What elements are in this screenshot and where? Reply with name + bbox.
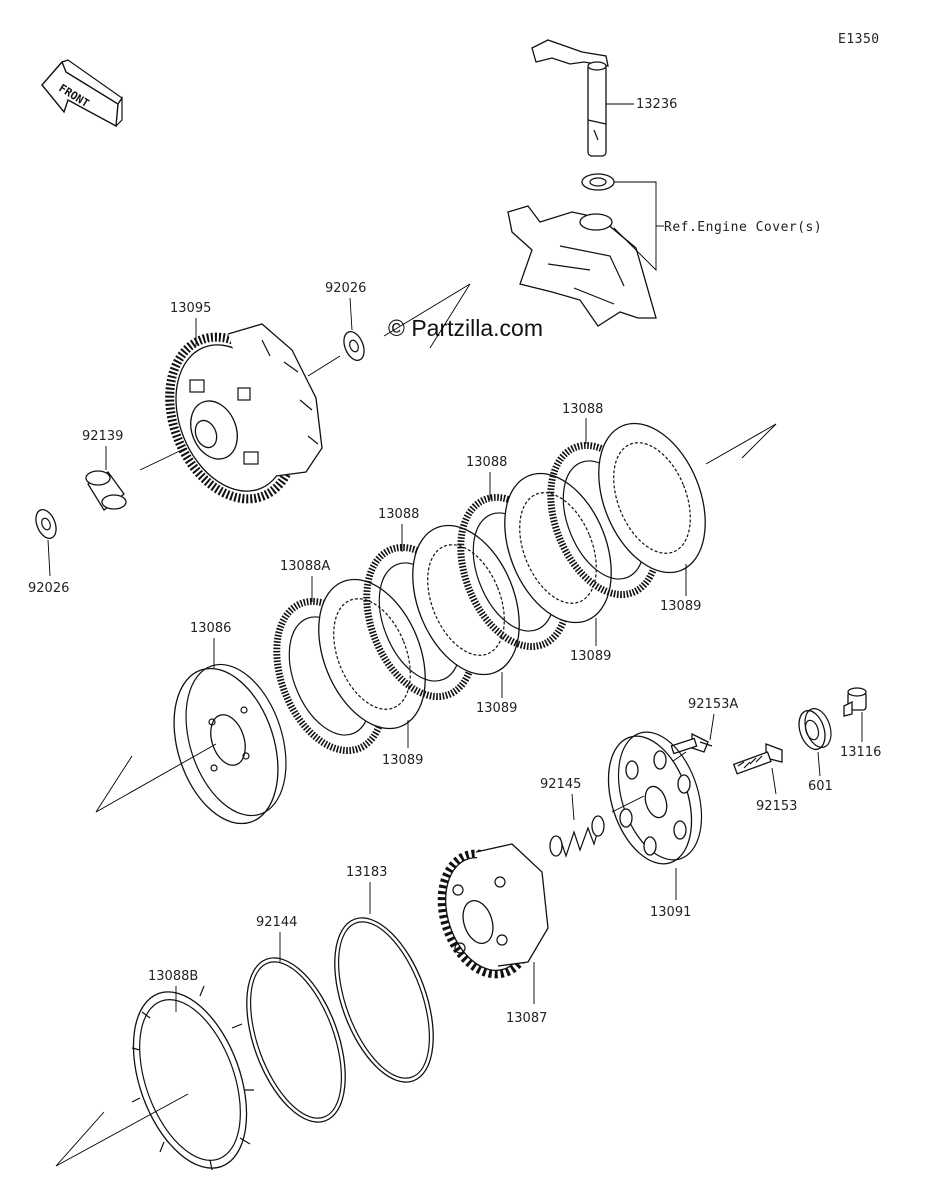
watermark: © Partzilla.com: [388, 315, 543, 341]
part-13091-spring-plate: [607, 731, 703, 865]
diagram-code: E1350: [838, 32, 880, 47]
label-13091: 13091: [650, 905, 691, 920]
label-13086: 13086: [190, 621, 231, 636]
part-13095-clutch-housing: [165, 323, 323, 504]
part-13088B-friction-plate: [131, 985, 254, 1171]
part-13183-ring: [334, 917, 434, 1083]
part-92153-bolt: [732, 743, 783, 775]
label-13088B: 13088B: [148, 969, 198, 984]
part-13116-pushrod-end: [843, 687, 867, 717]
part-13236-release-shaft: [531, 39, 609, 157]
plate-13089-steel-1: [318, 578, 426, 730]
label-13088-middle: 13088: [466, 455, 507, 470]
label-13183: 13183: [346, 865, 387, 880]
part-13087-clutch-hub: [437, 843, 549, 979]
label-92145: 92145: [540, 777, 581, 792]
label-92153A: 92153A: [688, 697, 738, 712]
label-13088A: 13088A: [280, 559, 330, 574]
label-13087: 13087: [506, 1011, 547, 1026]
label-92144: 92144: [256, 915, 297, 930]
label-601: 601: [808, 779, 833, 794]
front-arrow-icon: FRONT: [41, 59, 123, 128]
part-92026-washer-lower: [35, 509, 57, 539]
oil-seal: [581, 173, 615, 191]
label-13088-top: 13088: [562, 402, 603, 417]
label-13095: 13095: [170, 301, 211, 316]
plate-13089-steel-2: [412, 524, 520, 676]
part-92139-sleeve: [85, 470, 127, 511]
part-13086-pressure-plate: [173, 663, 287, 825]
label-13089-left: 13089: [382, 753, 423, 768]
label-13116: 13116: [840, 745, 881, 760]
label-13236: 13236: [636, 97, 677, 112]
part-92145-spring: [549, 815, 605, 858]
label-92026-upper: 92026: [325, 281, 366, 296]
label-13088-lower: 13088: [378, 507, 419, 522]
label-13089-mid-right: 13089: [570, 649, 611, 664]
part-92144-ring: [246, 957, 346, 1123]
label-92139: 92139: [82, 429, 123, 444]
label-13089-mid-left: 13089: [476, 701, 517, 716]
ref-engine-cover-note: Ref.Engine Cover(s): [664, 220, 822, 235]
label-92153: 92153: [756, 799, 797, 814]
part-92026-washer-upper: [343, 331, 365, 361]
plate-13089-steel-4: [598, 422, 706, 574]
label-92026-lower: 92026: [28, 581, 69, 596]
plate-13089-steel-3: [504, 472, 612, 624]
engine-cover-reference: [507, 205, 657, 327]
label-13089-right: 13089: [660, 599, 701, 614]
part-601-bearing: [798, 708, 832, 751]
